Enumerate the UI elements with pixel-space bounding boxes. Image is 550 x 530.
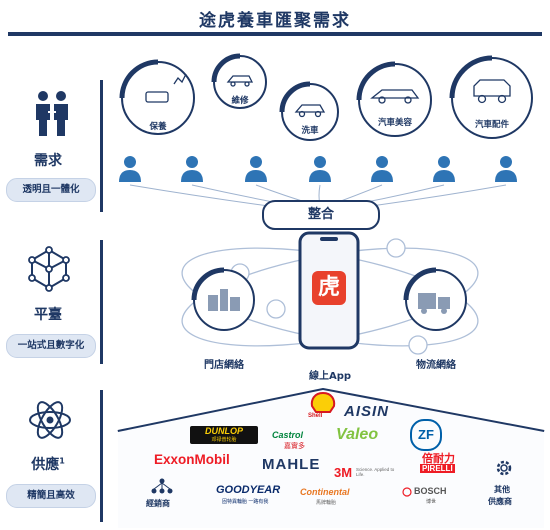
service-label-parts: 汽車配件: [474, 120, 509, 130]
gear-icon: [496, 460, 512, 476]
pirelli-cn-logo: 倍耐力: [422, 453, 455, 465]
dunlop-sub: 邓禄普轮胎: [211, 437, 237, 443]
demand-label: 需求: [34, 153, 62, 169]
goodyear-logo: GOODYEAR: [216, 484, 281, 496]
app-icon: 虎: [317, 275, 340, 300]
bosch-sub: 博世: [426, 499, 437, 505]
3m-logo: 3M: [334, 465, 353, 480]
3m-sub: Science. Applied to Life.: [356, 467, 395, 477]
supply-label: 供應1: [0, 454, 96, 474]
pirelli-logo: PIRELLI: [420, 464, 455, 473]
supply-footnote: 1: [59, 456, 65, 466]
others-label-line1: 其他: [494, 485, 510, 494]
aisin-logo: AISIN: [344, 403, 390, 420]
continental-sub: 馬牌輪胎: [316, 500, 337, 506]
bosch-emblem-icon: [402, 487, 412, 497]
service-label-car-wash: 洗車: [301, 126, 319, 136]
distributor-icon: [151, 478, 173, 494]
platform-label: 平臺: [34, 307, 62, 323]
supply-pill: 精簡且高效: [6, 484, 96, 508]
others-label-line2: 供應商: [488, 497, 512, 506]
dunlop-logo: DUNLOP 邓禄普轮胎: [190, 426, 258, 444]
valeo-logo: Valeo: [336, 426, 379, 443]
shell-text: Shell: [308, 413, 323, 419]
page-title: 途虎養車匯聚需求: [199, 11, 351, 31]
mahle-logo: MAHLE: [262, 456, 321, 473]
goodyear-sub: 固特異輪胎 一路有我: [222, 499, 269, 505]
handshake-icon: [36, 91, 68, 136]
demand-graphic: [119, 53, 533, 211]
distributors-label: 經銷商: [146, 499, 170, 508]
platform-divider: [100, 240, 103, 364]
online-app-label: 線上App: [308, 371, 352, 382]
service-label-maintenance: 保養: [149, 122, 167, 132]
exxonmobil-logo: ExxonMobil: [154, 452, 230, 467]
supply-label-text: 供應: [31, 457, 60, 473]
integration-pill: 整合: [262, 200, 380, 230]
continental-logo: Continental: [300, 487, 350, 497]
demand-divider: [100, 80, 103, 212]
platform-pill: 一站式且數字化: [6, 334, 96, 358]
castrol-sub: 嘉實多: [284, 443, 305, 450]
atom-icon: [29, 401, 71, 439]
dunlop-text: DUNLOP: [205, 426, 243, 436]
store-network-label: 門店網絡: [204, 360, 244, 371]
platform-graphic: [181, 231, 479, 355]
demand-pill: 透明且一體化: [6, 178, 96, 202]
logistics-network-label: 物流網絡: [416, 360, 456, 371]
castrol-logo: Castrol: [272, 430, 304, 440]
zf-logo: ZF: [410, 419, 442, 451]
service-label-detailing: 汽車美容: [377, 118, 412, 128]
bosch-logo: BOSCH: [414, 486, 447, 496]
service-label-repair: 維修: [231, 96, 249, 106]
supply-divider: [100, 390, 103, 522]
network-cube-icon: [28, 246, 70, 292]
title-underline: [8, 32, 542, 36]
shell-logo: [310, 392, 336, 413]
